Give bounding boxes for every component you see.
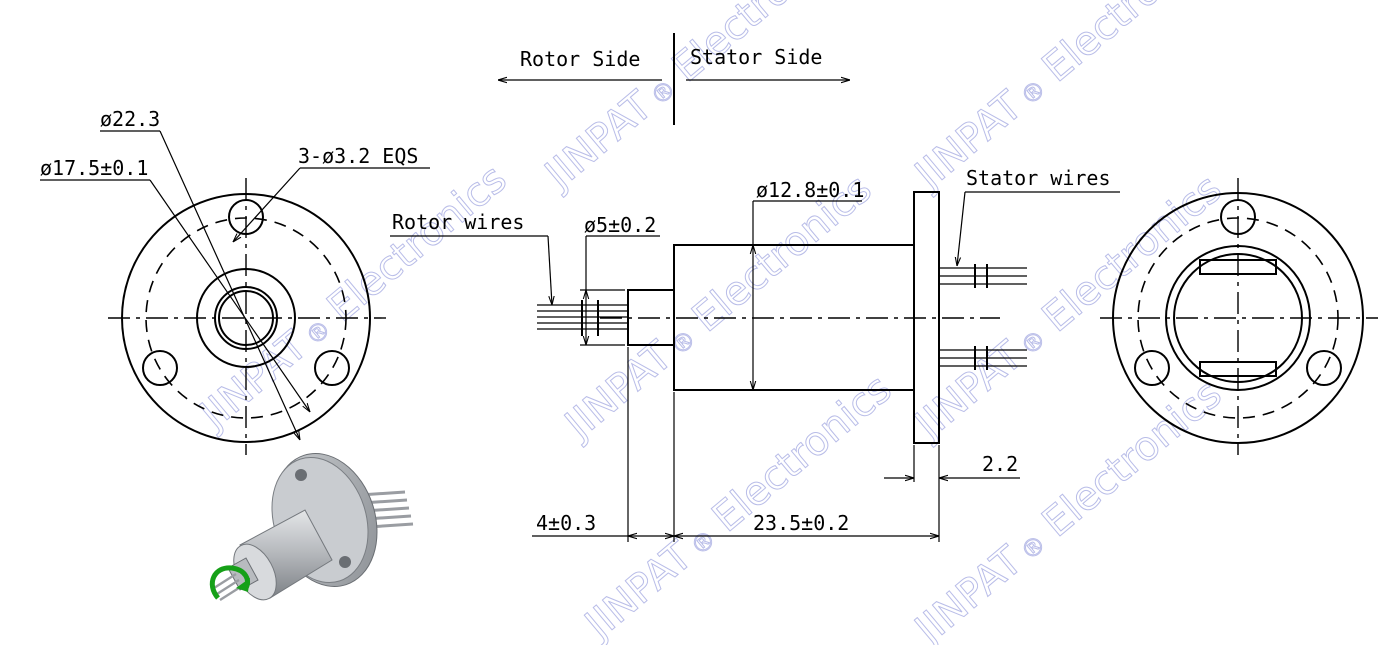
rotor-end-view: ø22.3 ø17.5±0.1 3-ø3.2 EQS <box>40 107 430 455</box>
shaft-length-label: 4±0.3 <box>536 511 596 535</box>
stator-end-view <box>1100 178 1378 455</box>
slip-ring-3d-render <box>209 453 414 602</box>
watermark: JINPAT®Electronics <box>534 0 861 200</box>
side-view: ø12.8±0.1 ø5±0.2 Rotor wires Stator wire… <box>390 166 1120 542</box>
holes-label: 3-ø3.2 EQS <box>298 144 418 168</box>
mount-hole <box>142 350 178 386</box>
svg-text:JINPAT®Electronics: JINPAT®Electronics <box>190 156 516 440</box>
mount-hole <box>1306 350 1342 386</box>
rotor-side-label: Rotor Side <box>520 47 640 71</box>
shaft-diameter-label: ø5±0.2 <box>584 213 656 237</box>
rotor-wires-label: Rotor wires <box>392 210 524 234</box>
rotor-wire-bundle <box>537 300 628 336</box>
flange-thickness-label: 2.2 <box>982 452 1018 476</box>
outer-diameter-label: ø22.3 <box>100 107 160 131</box>
watermark: JINPAT®Electronics <box>189 155 516 440</box>
stator-wires-label: Stator wires <box>966 166 1111 190</box>
pcd-diameter-label: ø17.5±0.1 <box>40 156 148 180</box>
mount-hole <box>314 350 350 386</box>
body-length-label: 23.5±0.2 <box>753 511 849 535</box>
mount-hole <box>1134 350 1170 386</box>
stator-side-label: Stator Side <box>690 45 822 69</box>
side-indicator: Rotor Side Stator Side <box>498 33 850 125</box>
stator-wire-bundle <box>939 264 1027 370</box>
svg-text:JINPAT®Electronics: JINPAT®Electronics <box>535 0 861 200</box>
body-diameter-label: ø12.8±0.1 <box>756 178 864 202</box>
